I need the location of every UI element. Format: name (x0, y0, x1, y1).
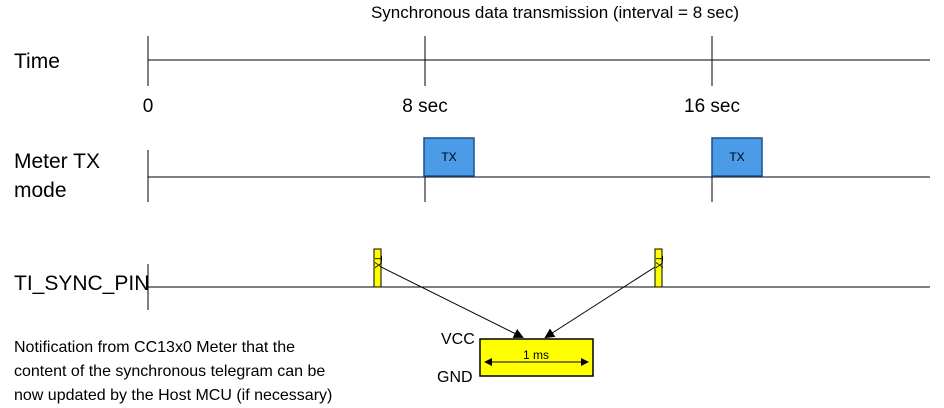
tick-label-0: 0 (143, 96, 154, 117)
pulse-width-label: 1 ms (523, 348, 549, 362)
note-line-3: now updated by the Host MCU (if necessar… (14, 387, 332, 404)
tx-burst-2 (711, 137, 763, 177)
tx-burst-1-label: TX (441, 150, 456, 164)
pulse-detail-box (479, 338, 594, 377)
diagram-title: Synchronous data transmission (interval … (371, 3, 739, 22)
sync-pulse-2 (654, 248, 663, 288)
pulse-width-arrow-left-head (484, 358, 492, 366)
pulse-width-arrow-right-head (581, 358, 589, 366)
tick-label-8sec: 8 sec (402, 96, 447, 117)
gnd-label: GND (437, 369, 473, 386)
tick-label-16sec: 16 sec (684, 96, 740, 117)
note-line-2: content of the synchronous telegram can … (14, 363, 325, 380)
callout-arrow-1 (380, 266, 524, 338)
tx-burst-1 (423, 137, 475, 177)
tx-burst-2-label: TX (729, 150, 744, 164)
sync-pulse-1-label: TX (372, 256, 383, 269)
sync-pulse-2-label: TX (653, 256, 664, 269)
row-label-sync-pin: TI_SYNC_PIN (14, 272, 149, 295)
note-line-1: Notification from CC13x0 Meter that the (14, 339, 295, 356)
callout-arrow-2 (544, 266, 656, 339)
row-label-meter-tx-line2: mode (14, 179, 67, 202)
vcc-label: VCC (441, 331, 475, 348)
sync-pulse-1 (373, 248, 382, 288)
row-label-meter-tx-line1: Meter TX (14, 150, 100, 173)
row-label-time: Time (14, 50, 60, 73)
